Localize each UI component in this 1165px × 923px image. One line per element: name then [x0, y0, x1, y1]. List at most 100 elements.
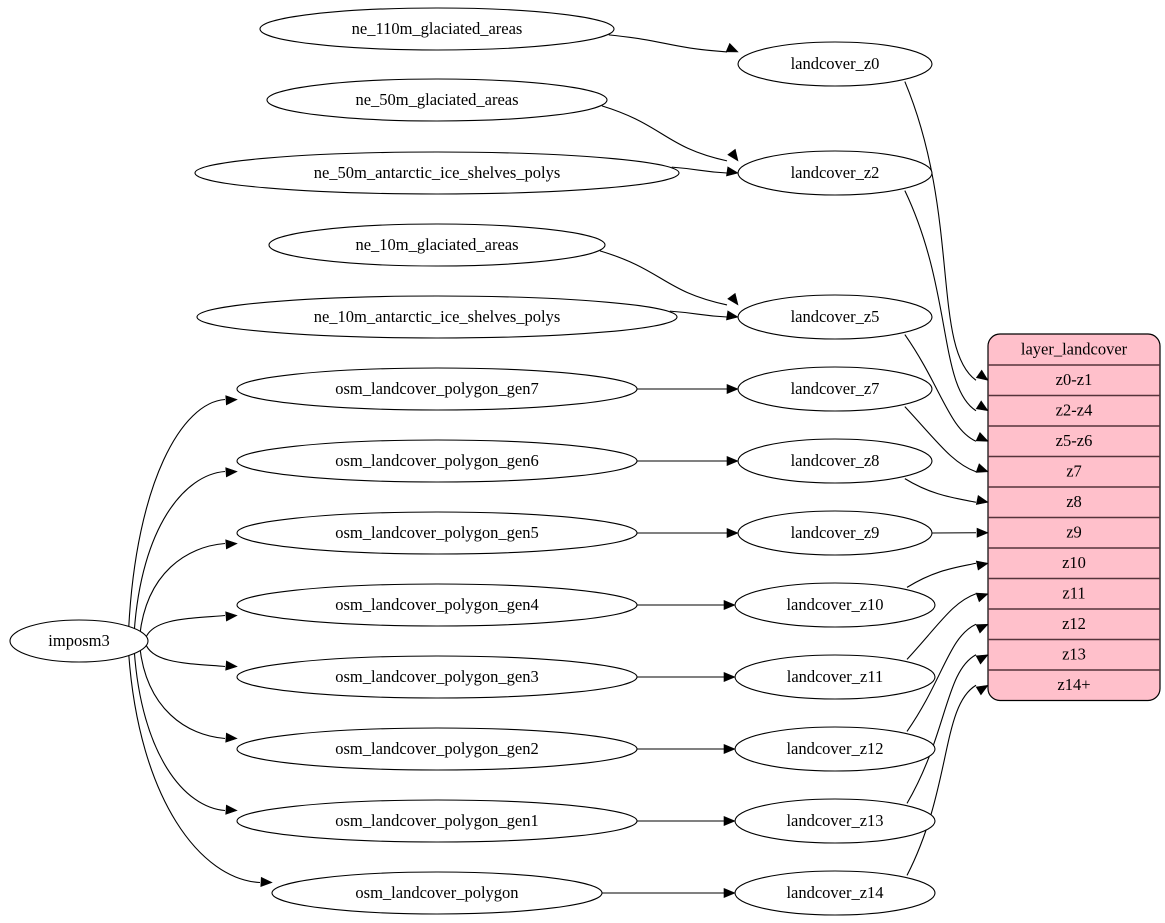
edge-landcover-z10-to-row-z10 [906, 560, 989, 588]
edge-line [133, 649, 226, 812]
table-row-z13[interactable] [988, 640, 1160, 671]
node-shape [236, 799, 638, 843]
edge-osm-landcover-polygon-gen1-to-landcover-z13 [637, 815, 736, 827]
arrowhead [723, 815, 736, 827]
edge-line [904, 81, 977, 381]
edge-osm-landcover-polygon-gen5-to-landcover-z9 [637, 527, 739, 539]
node-shape [737, 438, 933, 484]
table-row-z8[interactable] [988, 487, 1160, 518]
edge-line [144, 642, 226, 668]
edge-osm-landcover-polygon-gen4-to-landcover-z10 [637, 599, 736, 611]
layer-landcover-table: layer_landcoverz0-z1z2-z4z5-z6z7z8z9z10z… [987, 333, 1161, 702]
arrowhead [975, 463, 989, 473]
table-row-z5-z6[interactable] [988, 426, 1160, 457]
arrowhead [726, 527, 739, 539]
arrowhead [727, 148, 739, 162]
arrowhead [975, 592, 989, 603]
edge-osm-landcover-polygon-gen2-to-landcover-z12 [637, 743, 736, 755]
node-shape [734, 654, 936, 700]
node-landcover-z0[interactable]: landcover_z0 [737, 41, 933, 87]
node-osm-landcover-polygon-gen1[interactable]: osm_landcover_polygon_gen1 [236, 799, 638, 843]
node-shape [737, 150, 933, 196]
edge-line [139, 646, 226, 740]
edge-line [906, 623, 977, 732]
edge-imposm3-to-osm-landcover-polygon-gen4 [144, 611, 238, 640]
node-landcover-z10[interactable]: landcover_z10 [734, 582, 936, 628]
edge-landcover-z14-to-row-z14 [906, 684, 989, 876]
node-shape [737, 41, 933, 87]
node-imposm3[interactable]: imposm3 [9, 619, 149, 663]
node-landcover-z14[interactable]: landcover_z14 [734, 870, 936, 916]
edge-line [904, 334, 977, 442]
edge-imposm3-to-osm-landcover-polygon-gen3 [144, 642, 238, 671]
edge-landcover-z8-to-row-z8 [904, 478, 989, 505]
node-shape [236, 511, 638, 555]
edge-ne-10m-glaciated-areas-to-landcover-z5 [599, 250, 739, 306]
arrowhead [225, 660, 238, 671]
node-shape [266, 78, 608, 122]
edge-landcover-z13-to-row-z13 [906, 654, 989, 804]
edge-landcover-z7-to-row-z7 [904, 406, 989, 473]
edge-line [144, 614, 226, 640]
node-ne-50m-glaciated-areas[interactable]: ne_50m_glaciated_areas [266, 78, 608, 122]
arrowhead [727, 292, 739, 306]
node-osm-landcover-polygon[interactable]: osm_landcover_polygon [271, 871, 603, 915]
edge-line [599, 250, 728, 306]
node-landcover-z12[interactable]: landcover_z12 [734, 726, 936, 772]
table-row-z14[interactable] [988, 670, 1160, 701]
node-ne-110m-glaciated-areas[interactable]: ne_110m_glaciated_areas [259, 7, 615, 51]
node-landcover-z13[interactable]: landcover_z13 [734, 798, 936, 844]
table-row-z7[interactable] [988, 457, 1160, 488]
arrowhead [725, 42, 739, 53]
node-landcover-z2[interactable]: landcover_z2 [737, 150, 933, 196]
node-osm-landcover-polygon-gen7[interactable]: osm_landcover_polygon_gen7 [236, 367, 638, 411]
arrowhead [726, 310, 739, 321]
edge-line [608, 34, 728, 53]
edge-ne-110m-glaciated-areas-to-landcover-z0 [608, 34, 739, 53]
node-osm-landcover-polygon-gen2[interactable]: osm_landcover_polygon_gen2 [236, 727, 638, 771]
edge-ne-50m-glaciated-areas-to-landcover-z2 [601, 105, 739, 162]
arrowhead [225, 804, 238, 815]
edge-osm-landcover-polygon-gen3-to-landcover-z11 [637, 671, 736, 683]
node-ne-50m-antarctic-ice-shelves-polys[interactable]: ne_50m_antarctic_ice_shelves_polys [194, 151, 680, 195]
edge-ne-50m-antarctic-ice-shelves-polys-to-landcover-z2 [671, 166, 739, 177]
table-row-z0-z1[interactable] [988, 365, 1160, 396]
arrowhead [975, 684, 989, 696]
node-shape [268, 223, 606, 267]
node-osm-landcover-polygon-gen6[interactable]: osm_landcover_polygon_gen6 [236, 439, 638, 483]
edge-line [601, 105, 728, 162]
table-row-z11[interactable] [988, 579, 1160, 610]
arrowhead [975, 400, 989, 412]
edge-line [128, 398, 226, 629]
edge-ne-10m-antarctic-ice-shelves-polys-to-landcover-z5 [669, 310, 739, 321]
node-osm-landcover-polygon-gen4[interactable]: osm_landcover_polygon_gen4 [236, 583, 638, 627]
node-osm-landcover-polygon-gen5[interactable]: osm_landcover_polygon_gen5 [236, 511, 638, 555]
arrowhead [726, 455, 739, 467]
node-ne-10m-antarctic-ice-shelves-polys[interactable]: ne_10m_antarctic_ice_shelves_polys [196, 295, 678, 339]
node-ne-10m-glaciated-areas[interactable]: ne_10m_glaciated_areas [268, 223, 606, 267]
table-row-z12[interactable] [988, 609, 1160, 640]
edge-imposm3-to-osm-landcover-polygon [128, 653, 273, 887]
node-shape [9, 619, 149, 663]
edge-landcover-z11-to-row-z11 [906, 592, 989, 660]
edge-landcover-z5-to-row-z5-z6 [904, 334, 989, 442]
edge-osm-landcover-polygon-gen7-to-landcover-z7 [637, 383, 739, 395]
node-landcover-z5[interactable]: landcover_z5 [737, 294, 933, 340]
table-row-z2-z4[interactable] [988, 396, 1160, 427]
edge-line [139, 542, 226, 636]
edge-osm-landcover-polygon-to-landcover-z14 [602, 887, 736, 899]
table-row-z10[interactable] [988, 548, 1160, 579]
node-landcover-z8[interactable]: landcover_z8 [737, 438, 933, 484]
edge-line [128, 653, 261, 884]
node-osm-landcover-polygon-gen3[interactable]: osm_landcover_polygon_gen3 [236, 655, 638, 699]
edge-landcover-z9-to-row-z9 [931, 527, 989, 538]
node-landcover-z11[interactable]: landcover_z11 [734, 654, 936, 700]
arrowhead [225, 732, 238, 743]
node-landcover-z7[interactable]: landcover_z7 [737, 366, 933, 412]
arrowhead [726, 166, 739, 177]
node-landcover-z9[interactable]: landcover_z9 [737, 510, 933, 556]
table-row-z9[interactable] [988, 518, 1160, 549]
edge-imposm3-to-osm-landcover-polygon-gen5 [139, 539, 238, 636]
arrowhead [260, 876, 273, 887]
